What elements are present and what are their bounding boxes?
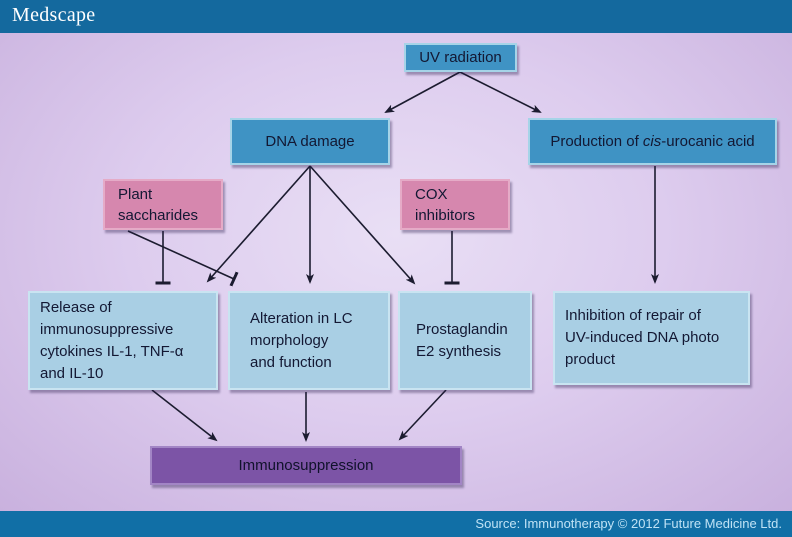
edge-dna-to-prostaglandin xyxy=(309,165,416,285)
node-label-line: Prostaglandin xyxy=(416,320,508,338)
node-prostaglandin-e2-synthesis: Prostaglandin E2 synthesis xyxy=(398,291,532,390)
source-credit: Source: Immunotherapy © 2012 Future Medi… xyxy=(475,516,782,531)
node-immunosuppression: Immunosuppression xyxy=(150,446,462,485)
edge-dna-to-release xyxy=(206,165,311,283)
node-label-line: and function xyxy=(250,353,332,371)
node-label-line: UV-induced DNA photo xyxy=(565,329,720,346)
node-release-cytokines: Release of immunosuppressive cytokines I… xyxy=(28,291,218,390)
node-uv-radiation: UV radiation xyxy=(404,43,517,72)
node-cox-inhibitors: COX inhibitors xyxy=(400,179,510,230)
node-inhibition-dna-repair: Inhibition of repair of UV-induced DNA p… xyxy=(553,291,750,385)
node-label-line: E2 synthesis xyxy=(416,342,502,360)
node-label-line: morphology xyxy=(250,331,329,349)
node-label-line: cytokines IL-1, TNF-α xyxy=(40,342,184,360)
node-label-line: Alteration in LC xyxy=(250,309,353,327)
medscape-logo: Medscape xyxy=(12,4,96,26)
node-label-line: Inhibition of repair of xyxy=(565,307,701,324)
source-footer-bar: Source: Immunotherapy © 2012 Future Medi… xyxy=(0,511,792,537)
edge-uv-to-production xyxy=(459,71,542,113)
node-label-line: saccharides xyxy=(118,206,199,224)
node-plant-saccharides: Plant saccharides xyxy=(103,179,223,230)
edge-uv-to-dna xyxy=(384,71,461,113)
node-label: UV radiation xyxy=(419,49,502,66)
node-label: Immunosuppression xyxy=(238,457,374,474)
node-label-line: Release of xyxy=(40,298,112,316)
node-label-line: COX xyxy=(415,185,448,203)
node-label: DNA damage xyxy=(265,133,355,150)
diagram-background xyxy=(0,33,792,511)
italic-cis: cis xyxy=(642,133,662,150)
node-label-line: Plant xyxy=(118,185,153,203)
medscape-header-bar: Medscape xyxy=(0,0,792,33)
node-label-line: and IL-10 xyxy=(40,364,104,382)
node-label-line: inhibitors xyxy=(415,206,476,224)
edge-release-to-immunosuppression xyxy=(151,389,218,442)
edge-prostaglandin-to-immunosuppression xyxy=(398,389,447,441)
edge-plant-to-alteration xyxy=(127,230,239,287)
node-label-line: immunosuppressive xyxy=(40,320,174,338)
node-dna-damage: DNA damage xyxy=(230,118,390,165)
node-label-line: product xyxy=(565,351,616,368)
node-alteration-lc-morphology: Alteration in LC morphology and function xyxy=(228,291,390,390)
